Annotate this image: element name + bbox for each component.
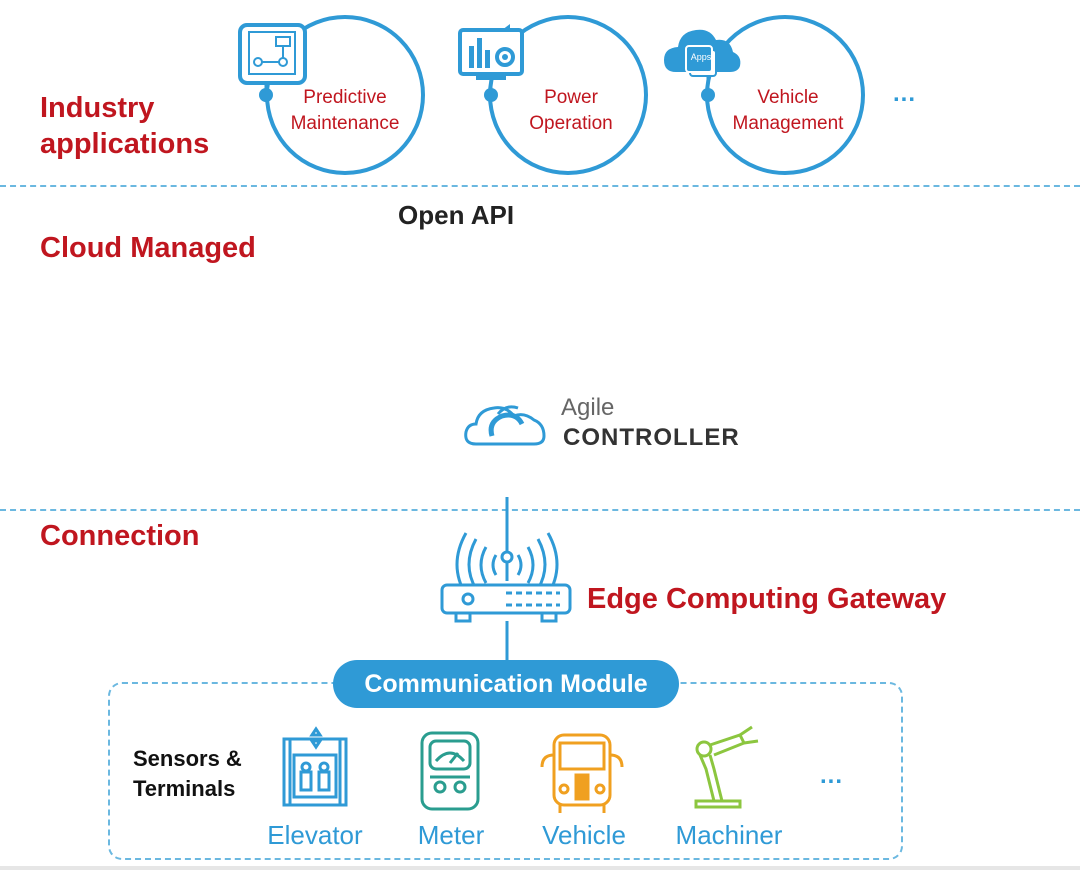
cloud-managed-label: Cloud Managed — [40, 232, 256, 264]
app-label-predictive: Predictive Maintenance — [270, 85, 420, 137]
separator-middle — [0, 509, 1080, 511]
connection-label: Connection — [40, 520, 200, 552]
app-label-predictive-line1: Predictive — [303, 87, 387, 108]
router-icon — [440, 583, 572, 623]
app-label-predictive-line2: Maintenance — [290, 113, 400, 134]
bus-icon — [540, 733, 624, 813]
sensors-title-line2: Terminals — [133, 776, 236, 801]
app-label-power-line1: Power — [544, 87, 598, 108]
app-label-power: Power Operation — [496, 85, 646, 137]
agile-controller-logo — [464, 405, 546, 446]
apps-badge-text: Apps — [690, 52, 712, 62]
app-label-power-line2: Operation — [529, 113, 613, 134]
robot-arm-icon — [694, 725, 759, 809]
open-api-label: Open API — [398, 200, 515, 230]
edge-gateway-label: Edge Computing Gateway — [587, 583, 947, 615]
sensors-title-line1: Sensors & — [133, 746, 242, 771]
app-circles — [238, 15, 865, 175]
industry-applications-label: Industry applications — [40, 90, 240, 162]
sensors-terminals-title: Sensors & Terminals — [133, 744, 242, 804]
apps-more-ellipsis: ... — [893, 80, 917, 107]
app-label-vehicle-line1: Vehicle — [757, 87, 819, 108]
devices-more-ellipsis: ... — [820, 762, 844, 789]
elevator-icon — [282, 726, 348, 807]
meter-icon — [420, 731, 480, 811]
app-label-vehicle-line2: Management — [732, 113, 844, 134]
device-label-vehicle: Vehicle — [542, 820, 626, 850]
cloud-apps-icon — [664, 29, 741, 102]
app-label-vehicle: Vehicle Management — [713, 85, 863, 137]
separator-top — [0, 185, 1080, 187]
agile-word: Agile — [561, 394, 615, 421]
gateway-diagram — [440, 497, 572, 660]
monitor-chart-gear-icon — [458, 24, 524, 102]
communication-module-pill: Communication Module — [333, 660, 679, 708]
tablet-flowchart-icon — [238, 23, 307, 102]
bottom-rule — [0, 866, 1080, 870]
device-label-meter: Meter — [417, 820, 485, 850]
device-label-elevator: Elevator — [267, 820, 363, 850]
industry-applications-text: Industry applications — [40, 92, 210, 160]
controller-word: CONTROLLER — [563, 424, 740, 451]
device-icons — [282, 725, 759, 813]
device-label-machiner: Machiner — [675, 820, 783, 850]
